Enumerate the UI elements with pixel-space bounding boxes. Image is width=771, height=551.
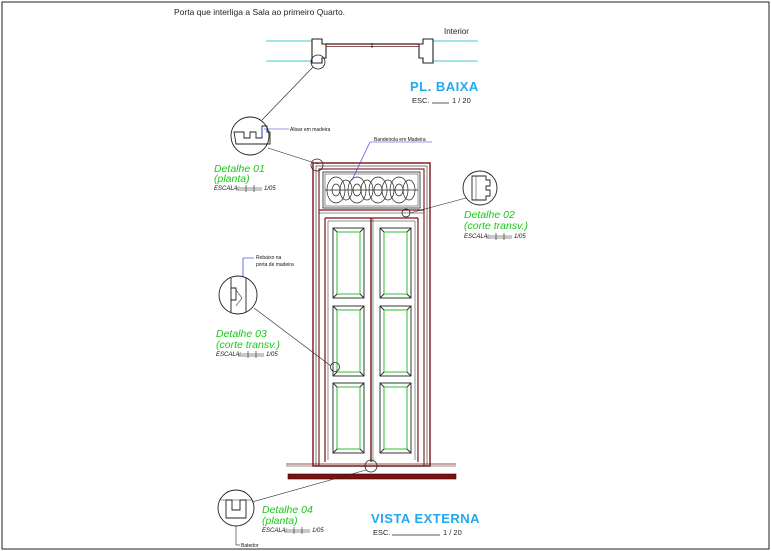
detail-02-name: Detalhe 02 xyxy=(464,209,515,221)
detail-02-bubble xyxy=(409,170,498,214)
interior-label: Interior xyxy=(444,27,469,36)
detail-02-sub: (corte transv.) xyxy=(464,220,528,232)
detail-01-scale: 1/05 xyxy=(264,186,276,192)
elevation-scale: 1 / 20 xyxy=(443,528,462,537)
plan-scale: 1 / 20 xyxy=(452,96,471,105)
detail-02-scale-bar xyxy=(486,233,512,240)
detail-04-scale: 1/05 xyxy=(312,528,324,534)
plan-title: PL. BAIXA xyxy=(410,79,479,94)
detail-04-sub: (planta) xyxy=(262,515,298,527)
note-bandeirola: Bandeirola em Madeira xyxy=(374,137,426,143)
detail-03-bubble xyxy=(218,257,332,367)
note-rebaixo-1: Rebaixo na xyxy=(256,255,282,261)
detail-03-scale: 1/05 xyxy=(266,352,278,358)
detail-04-scale-label: ESCALA: xyxy=(262,528,288,534)
callout-circle-04 xyxy=(364,459,378,473)
elevation-title: VISTA EXTERNA xyxy=(371,511,480,526)
detail-02-scale: 1/05 xyxy=(514,234,526,240)
note-batedor: Batedor xyxy=(241,543,259,549)
drawing-title: Porta que interliga a Sala ao primeiro Q… xyxy=(174,7,345,17)
detail-01-scale-label: ESCALA: xyxy=(214,186,240,192)
detail-03-scale-label: ESCALA: xyxy=(216,352,242,358)
detail-03-name: Detalhe 03 xyxy=(216,328,267,340)
elevation-esc-prefix: ESC. xyxy=(373,528,391,537)
detail-01-scale-bar xyxy=(236,185,262,192)
note-rebaixo-2: porta de madeira xyxy=(256,262,294,268)
detail-02-scale-label: ESCALA: xyxy=(464,234,490,240)
detail-01-bubble xyxy=(230,116,289,156)
detail-03-scale-bar xyxy=(238,351,264,358)
callout-circle-03 xyxy=(330,362,340,372)
floor-threshold xyxy=(286,463,457,480)
note-alisar: Alisar em madeira xyxy=(290,127,331,133)
plan-esc-prefix: ESC. xyxy=(412,96,430,105)
detail-01-sub: (planta) xyxy=(214,173,250,185)
left-leaf-panels xyxy=(332,227,365,454)
callout-circle-01 xyxy=(310,158,324,172)
transom-bandeirola xyxy=(322,171,421,209)
detail-04-name: Detalhe 04 xyxy=(262,504,313,516)
detail-01-name: Detalhe 01 xyxy=(214,163,265,175)
plan-view xyxy=(261,38,478,121)
detail-04-bubble xyxy=(217,469,367,546)
detail-03-sub: (corte transv.) xyxy=(216,339,280,351)
right-leaf-panels xyxy=(379,227,412,454)
door-elevation xyxy=(312,162,431,467)
detail-04-scale-bar xyxy=(284,527,310,534)
